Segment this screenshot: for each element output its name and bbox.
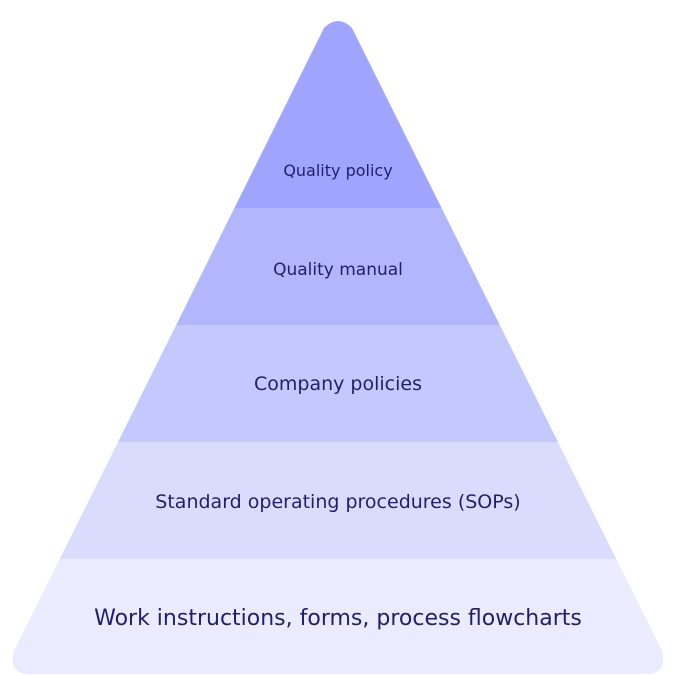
layer-5-band: [12, 559, 664, 674]
layer-1-label: Quality policy: [283, 161, 392, 180]
layer-5-label: Work instructions, forms, process flowch…: [94, 606, 582, 631]
layer-4-band: [12, 442, 664, 559]
layer-4-label: Standard operating procedures (SOPs): [155, 491, 520, 513]
layer-3-label: Company policies: [254, 373, 422, 395]
layer-2-label: Quality manual: [273, 260, 403, 280]
